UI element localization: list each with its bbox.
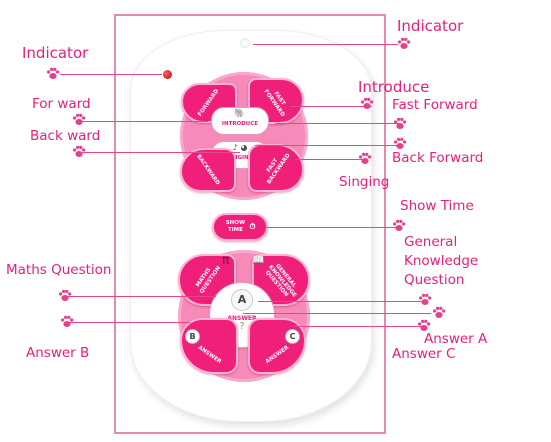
label-answer-b: Answer B <box>26 345 90 361</box>
paw-icon-singing <box>359 152 372 164</box>
label-indicator-top: Indicator <box>397 17 464 35</box>
indicator-sensor <box>240 38 250 48</box>
leader-line-indicator-top <box>253 44 398 45</box>
show-time-button-label: SHOW TIME <box>225 220 246 233</box>
label-fast-forward: Fast Forward <box>392 97 478 113</box>
answer-c-letter-icon: C <box>285 329 300 344</box>
answer-b-button[interactable]: ANSWER <box>180 318 238 374</box>
answer-a-button-label: ANSWER <box>227 315 257 322</box>
backward-button[interactable]: BACKWARD <box>180 148 236 192</box>
label-forward: For ward <box>32 96 91 112</box>
indicator-led <box>163 70 172 79</box>
paw-icon-answer-c <box>418 319 431 331</box>
leader-line-singing <box>295 159 365 160</box>
label-back-forward: Back Forward <box>392 150 484 166</box>
leader-line-general-knowledge <box>258 301 423 302</box>
answer-b-button-label: ANSWER <box>196 344 222 366</box>
paw-icon-show-time <box>393 219 406 231</box>
label-backward: Back ward <box>30 128 101 144</box>
leader-line-answer-a-1 <box>243 313 431 314</box>
paw-icon-answer-b <box>61 315 74 327</box>
label-answer-a: Answer A <box>424 331 488 347</box>
label-maths-question: Maths Question <box>6 262 112 278</box>
clock-icon: ⏱ <box>249 222 256 231</box>
pi-icon: π <box>222 253 230 267</box>
fast-backward-button-label: FAST BACKWARD <box>265 152 292 186</box>
music-icon: ♪ ◕ <box>232 143 248 152</box>
show-time-button[interactable]: SHOW TIME ⏱ <box>212 213 268 241</box>
answer-c-button[interactable]: ANSWER <box>248 318 306 374</box>
label-singing: Singing <box>339 174 390 190</box>
leader-line-maths-question <box>68 296 216 297</box>
label-general-knowledge: General Knowledge Question <box>404 234 479 288</box>
paw-icon-backward <box>73 145 86 157</box>
backward-button-label: BACKWARD <box>195 153 221 187</box>
leader-line-show-time <box>265 227 397 228</box>
leader-line-answer-c <box>290 326 422 327</box>
paw-icon-forward <box>73 113 86 125</box>
label-introduce: Introduce <box>358 78 430 96</box>
leader-line-fast-forward <box>275 123 399 124</box>
fast-backward-button[interactable]: FAST BACKWARD <box>248 144 304 192</box>
answer-b-letter-icon: B <box>185 329 200 344</box>
leader-line-backward <box>80 152 240 153</box>
bulb-icon: A <box>231 289 253 311</box>
leader-line-back-forward <box>255 145 398 146</box>
paw-icon-indicator-left <box>47 67 60 79</box>
leader-line-introduce <box>290 106 372 107</box>
question-mark-icon: ? <box>239 321 245 332</box>
paw-icon-introduce <box>361 97 374 109</box>
paw-icon-maths-question <box>59 289 72 301</box>
label-show-time: Show Time <box>400 198 474 214</box>
label-indicator-left: Indicator <box>22 44 89 62</box>
answer-c-button-label: ANSWER <box>264 344 290 366</box>
book-icon: 📖 <box>252 255 265 266</box>
elephant-icon: 🐘 <box>234 109 246 119</box>
paw-icon-general-knowledge <box>419 293 432 305</box>
introduce-button[interactable]: 🐘 INTRODUCE <box>212 108 268 134</box>
general-knowledge-button-label: GENERAL KNOWLEDGE QUESTION <box>263 263 298 299</box>
paw-icon-indicator-top <box>398 37 411 49</box>
leader-line-indicator-left <box>60 74 162 75</box>
paw-icon-fast-forward <box>394 117 407 129</box>
label-answer-c: Answer C <box>392 346 456 362</box>
maths-question-button-label: MATHS QUESTION <box>195 265 223 295</box>
paw-icon-answer-a <box>433 306 446 318</box>
singing-button-label: SINGING <box>226 155 254 161</box>
leader-line-forward <box>80 121 208 122</box>
introduce-button-label: INTRODUCE <box>221 121 259 127</box>
paw-icon-back-forward <box>394 137 407 149</box>
leader-line-answer-a-2 <box>68 322 190 323</box>
